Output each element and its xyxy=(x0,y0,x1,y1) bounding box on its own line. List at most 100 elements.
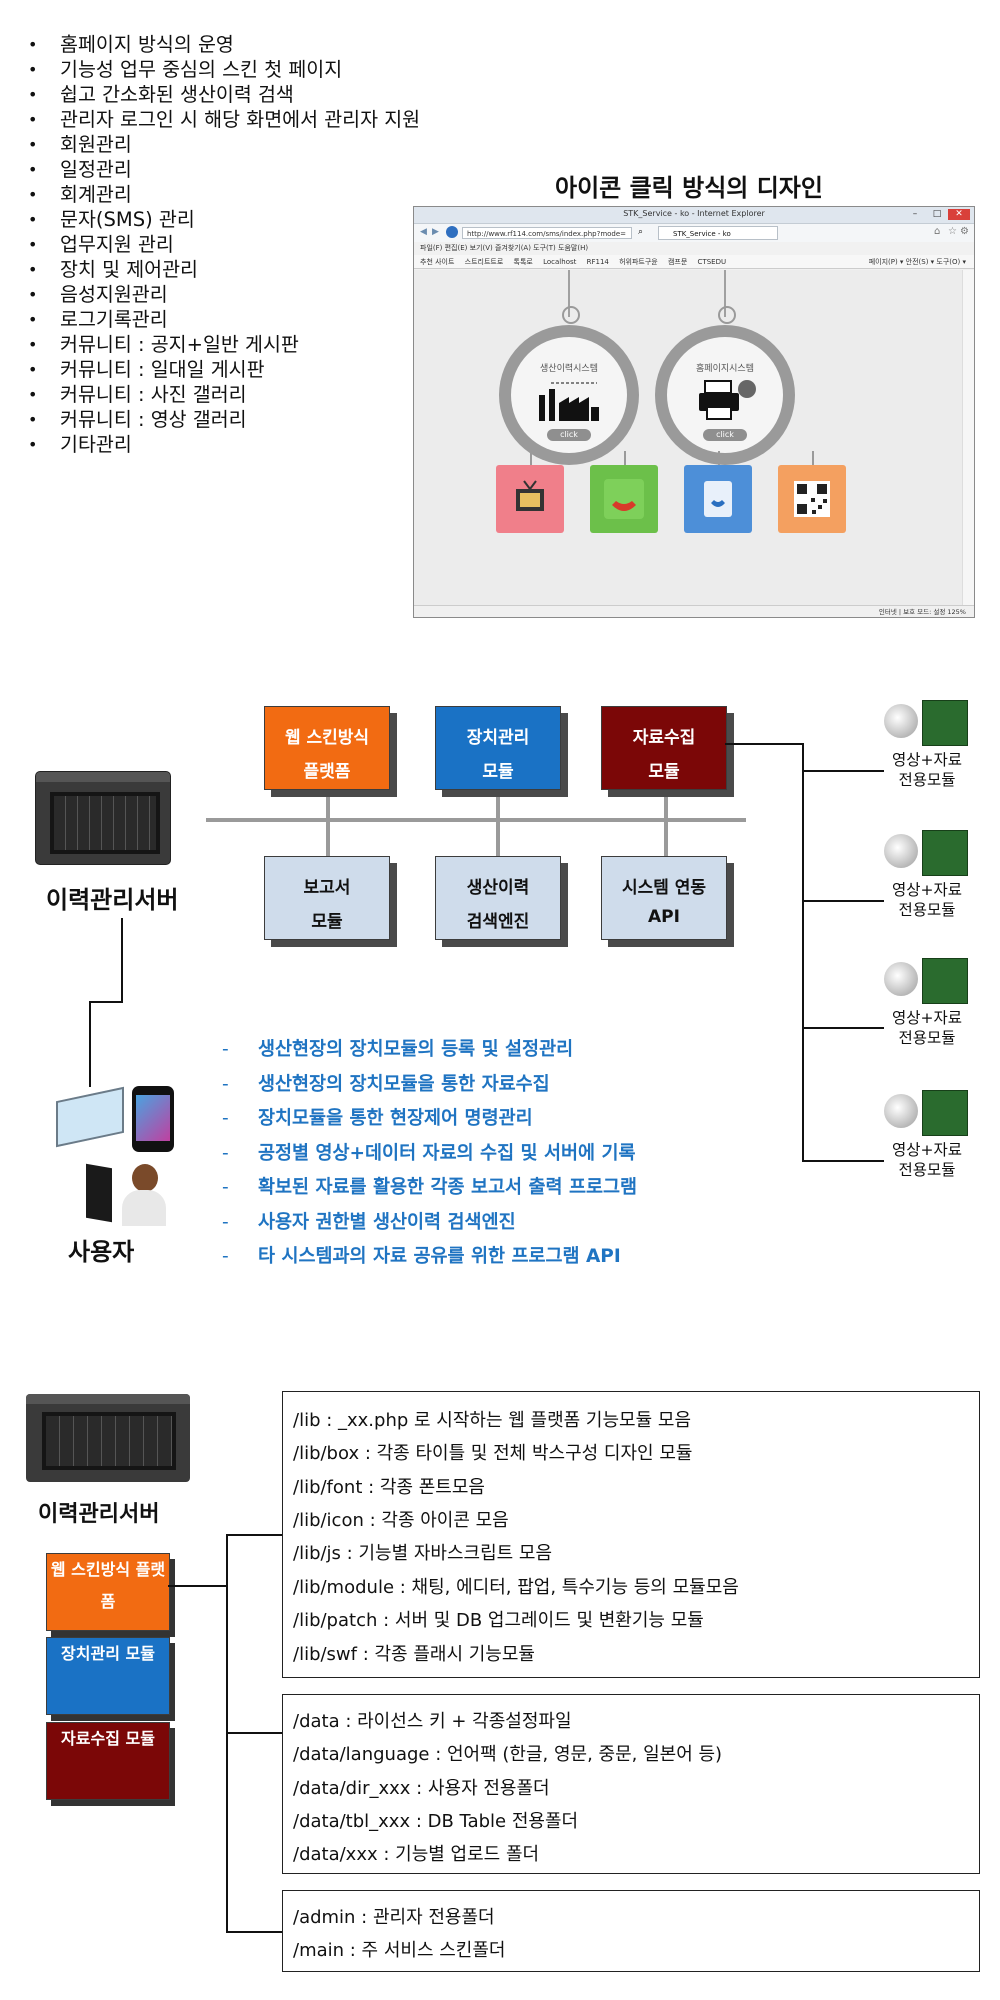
feature-item: 로그기록관리 xyxy=(28,307,420,332)
other-directory-box: /admin : 관리자 전용폴더 /main : 주 서비스 스킨폴더 xyxy=(282,1890,980,1972)
device-management-module: 장치관리 모듈 xyxy=(46,1637,170,1715)
camera-icon xyxy=(884,834,918,868)
directory-entry: /data/language : 언어팩 (한글, 영문, 중문, 일본어 등) xyxy=(293,1744,723,1765)
feature-item: 홈페이지 방식의 운영 xyxy=(28,32,420,57)
capability-item: -공정별 영상+데이터 자료의 수집 및 서버에 기록 xyxy=(222,1142,636,1164)
favorite-link[interactable]: 스트리트트로 xyxy=(464,258,504,266)
circuit-board-icon xyxy=(922,700,968,746)
favorite-link[interactable]: RF114 xyxy=(586,258,609,266)
printer-icon xyxy=(699,380,756,420)
web-skin-platform-module: 웹 스킨방식 플랫폼 xyxy=(46,1553,170,1631)
device-connector xyxy=(802,743,804,1038)
browser-status-bar: 인터넷 | 보호 모드: 설정 125% xyxy=(414,605,974,617)
feature-list: 홈페이지 방식의 운영 기능성 업무 중심의 스킨 첫 페이지 쉽고 간소화된 … xyxy=(28,32,420,457)
back-icon[interactable]: ◀ xyxy=(420,227,427,237)
browser-tab[interactable]: STK_Service - ko xyxy=(658,226,778,240)
directory-entry: /lib/swf : 각종 플래시 기능모듈 xyxy=(293,1644,535,1665)
address-bar[interactable]: http://www.rf114.com/sms/index.php?mode= xyxy=(462,227,632,239)
favorite-link[interactable]: 허위파트구윤 xyxy=(619,258,658,266)
hanger-ring-icon xyxy=(558,302,584,328)
scrollbar[interactable] xyxy=(962,270,974,605)
smartphone-icon xyxy=(132,1086,174,1152)
browser-titlebar: STK_Service - ko - Internet Explorer – □… xyxy=(414,207,974,224)
home-icon[interactable]: ⌂ xyxy=(934,226,941,237)
device-module: 영상+자료 전용모듈 xyxy=(882,1086,972,1186)
feature-item: 업무지원 관리 xyxy=(28,232,420,257)
feature-item: 일정관리 xyxy=(28,157,420,182)
directory-entry: /lib/icon : 각종 아이콘 모음 xyxy=(293,1510,509,1531)
feature-item: 커뮤니티 : 일대일 게시판 xyxy=(28,357,420,382)
homepage-system-circle[interactable]: 홈페이지시스템 click xyxy=(655,325,795,465)
forward-icon[interactable]: ▶ xyxy=(432,227,439,237)
ie-logo-icon xyxy=(446,226,458,238)
capability-item: -생산현장의 장치모듈을 통한 자료수집 xyxy=(222,1073,550,1095)
feature-item: 커뮤니티 : 사진 갤러리 xyxy=(28,382,420,407)
directory-entry: /data/dir_xxx : 사용자 전용폴더 xyxy=(293,1778,550,1799)
search-icon[interactable]: ⌕ xyxy=(638,227,644,237)
server-label: 이력관리서버 xyxy=(46,886,179,914)
feature-item: 음성지원관리 xyxy=(28,282,420,307)
capability-list: -생산현장의 장치모듈의 등록 및 설정관리 -생산현장의 장치모듈을 통한 자… xyxy=(222,1033,637,1275)
favorite-link[interactable]: 캠프문 xyxy=(667,258,688,266)
directory-entry: /lib/box : 각종 타이틀 및 전체 박스구성 디자인 모듈 xyxy=(293,1443,693,1464)
data-collection-module: 자료수집 모듈 xyxy=(46,1722,170,1800)
feature-item: 문자(SMS) 관리 xyxy=(28,207,420,232)
click-button[interactable]: click xyxy=(703,429,747,441)
system-api-module: 시스템 연동 API xyxy=(601,856,727,940)
directory-entry: /data/tbl_xxx : DB Table 전용폴더 xyxy=(293,1811,579,1832)
phone-icon[interactable] xyxy=(590,465,658,533)
hanger-line xyxy=(568,270,570,317)
browser-screenshot: STK_Service - ko - Internet Explorer – □… xyxy=(413,206,975,618)
minimize-icon[interactable]: – xyxy=(912,209,918,219)
device-management-module: 장치관리 모듈 xyxy=(435,706,561,790)
browser-menubar[interactable]: 파일(F) 편집(E) 보기(V) 즐겨찾기(A) 도구(T) 도움말(H) xyxy=(420,244,589,252)
server-label: 이력관리서버 xyxy=(38,1502,160,1527)
circle-label: 홈페이지시스템 xyxy=(696,364,754,374)
device-module: 영상+자료 전용모듈 xyxy=(882,696,972,796)
favorite-link[interactable]: 추천 사이트 xyxy=(420,258,455,266)
capability-item: -확보된 자료를 활용한 각종 보고서 출력 프로그램 xyxy=(222,1177,638,1198)
camera-icon xyxy=(884,962,918,996)
directory-entry: /data : 라이선스 키 + 각종설정파일 xyxy=(293,1711,572,1732)
capability-item: -사용자 권한별 생산이력 검색엔진 xyxy=(222,1211,516,1233)
star-icon[interactable]: ☆ xyxy=(948,226,957,237)
data-directory-box: /data : 라이선스 키 + 각종설정파일 /data/language :… xyxy=(282,1694,980,1874)
search-engine-module: 생산이력 검색엔진 xyxy=(435,856,561,940)
user-icon xyxy=(86,1160,170,1226)
feature-item: 쉽고 간소화된 생산이력 검색 xyxy=(28,82,420,107)
hanger-ring-icon xyxy=(714,302,740,328)
click-button[interactable]: click xyxy=(547,429,591,441)
favorites-bar: 추천 사이트 스트리트트로 톡톡로 Localhost RF114 허위파트구윤… xyxy=(414,255,974,269)
favorite-link[interactable]: Localhost xyxy=(543,258,577,266)
circle-label: 생산이력시스템 xyxy=(540,364,598,374)
server-icon xyxy=(36,772,170,864)
tv-icon[interactable] xyxy=(496,465,564,533)
feature-item: 장치 및 제어관리 xyxy=(28,257,420,282)
favorite-link[interactable]: CTSEDU xyxy=(697,258,727,266)
tablet-icon xyxy=(56,1086,124,1148)
close-icon[interactable]: ✕ xyxy=(948,209,970,220)
web-skin-platform-module: 웹 스킨방식 플랫폼 xyxy=(264,706,390,790)
factory-icon xyxy=(539,382,599,421)
circuit-board-icon xyxy=(922,958,968,1004)
icon-design-title: 아이콘 클릭 방식의 디자인 xyxy=(555,174,823,202)
gear-icon[interactable]: ⚙ xyxy=(960,226,969,237)
server-icon xyxy=(26,1394,190,1482)
directory-entry: /lib/js : 기능별 자바스크립트 모음 xyxy=(293,1543,553,1564)
maximize-icon[interactable]: □ xyxy=(932,209,942,219)
directory-entry: /lib/module : 채팅, 에디터, 팝업, 특수기능 등의 모듈모음 xyxy=(293,1577,739,1598)
qr-icon[interactable] xyxy=(778,465,846,533)
directory-entry: /main : 주 서비스 스킨폴더 xyxy=(293,1940,506,1961)
feature-item: 커뮤니티 : 공지+일반 게시판 xyxy=(28,332,420,357)
production-history-circle[interactable]: 생산이력시스템 click xyxy=(499,325,639,465)
feature-item: 회계관리 xyxy=(28,182,420,207)
feature-item: 기능성 업무 중심의 스킨 첫 페이지 xyxy=(28,57,420,82)
report-module: 보고서 모듈 xyxy=(264,856,390,940)
contact-icon[interactable] xyxy=(684,465,752,533)
data-collection-module: 자료수집 모듈 xyxy=(601,706,727,790)
feature-item: 회원관리 xyxy=(28,132,420,157)
directory-entry: /admin : 관리자 전용폴더 xyxy=(293,1907,495,1928)
command-bar[interactable]: 페이지(P) ▾ 안전(S) ▾ 도구(O) ▾ xyxy=(868,258,966,266)
favorite-link[interactable]: 톡톡로 xyxy=(513,258,533,266)
feature-item: 관리자 로그인 시 해당 화면에서 관리자 지원 xyxy=(28,107,420,132)
